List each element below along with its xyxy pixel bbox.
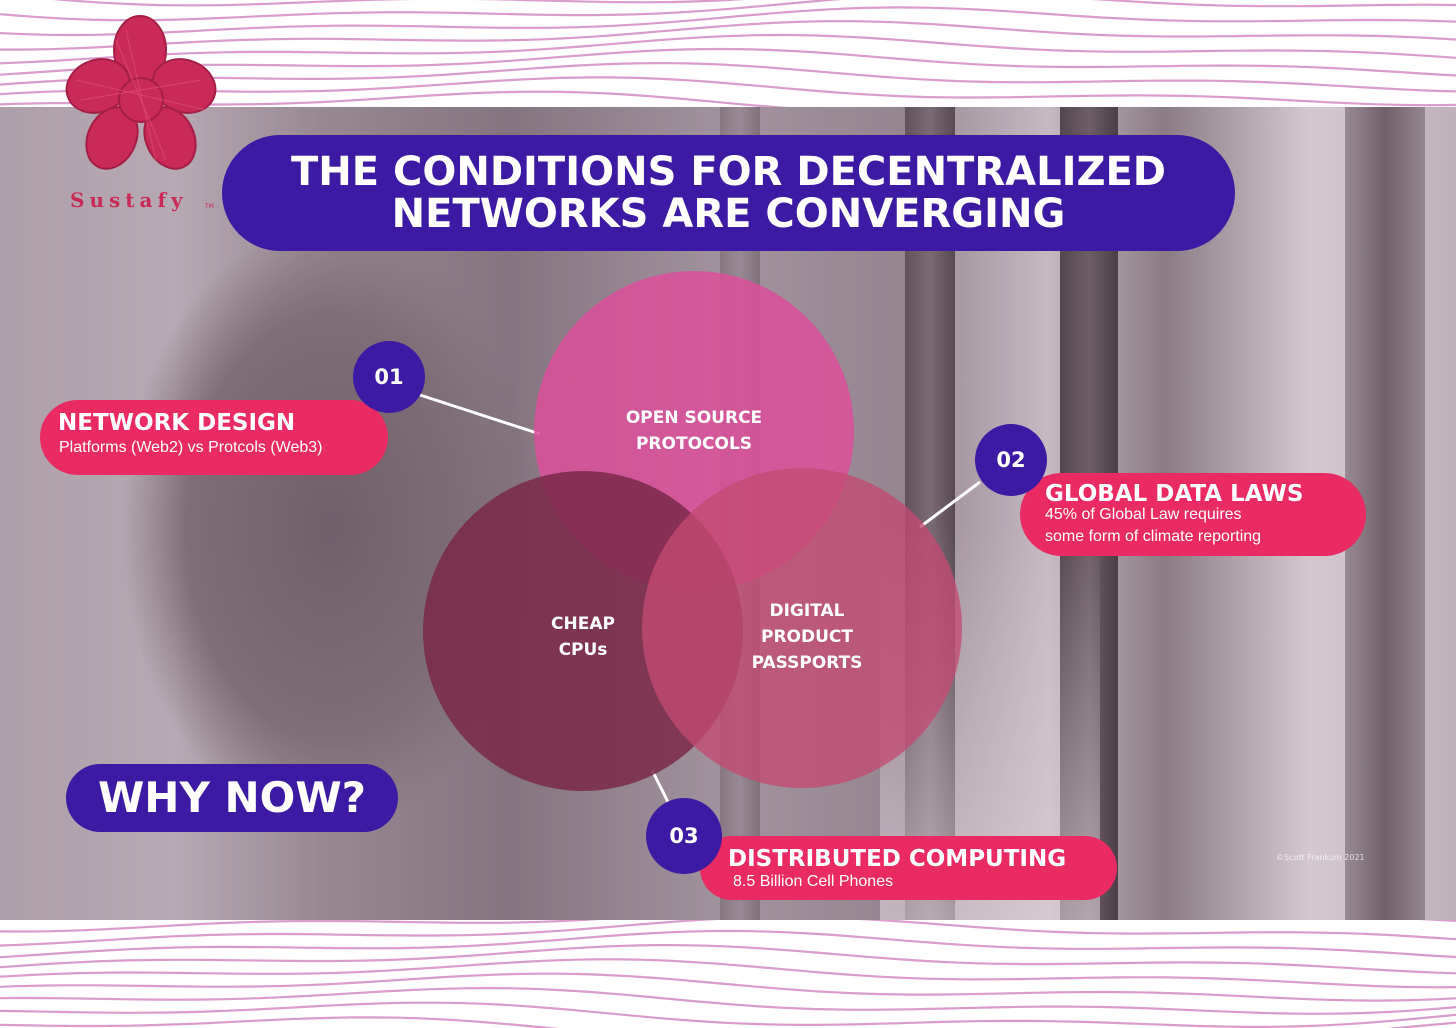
- page-title: THE CONDITIONS FOR DECENTRALIZED NETWORK…: [222, 135, 1235, 251]
- condition-card-distributed-computing: DISTRIBUTED COMPUTING 8.5 Billion Cell P…: [700, 836, 1117, 900]
- venn-label-product-passports: DIGITAL PRODUCT PASSPORTS: [751, 601, 863, 673]
- brand-trademark: TM: [205, 203, 214, 210]
- condition-title: DISTRIBUTED COMPUTING: [728, 846, 1067, 872]
- wave-line: [0, 929, 1456, 959]
- wave-line: [0, 6, 1456, 37]
- condition-detail: Platforms (Web2) vs Protcols (Web3): [59, 439, 323, 456]
- wave-line: [0, 20, 1456, 51]
- wave-line: [0, 61, 1456, 93]
- condition-card-network-design: NETWORK DESIGN Platforms (Web2) vs Protc…: [40, 400, 388, 475]
- why-now-badge: WHY NOW?: [66, 764, 398, 832]
- sustafy-flower-logo-icon: [65, 15, 217, 170]
- wave-line: [0, 1016, 1456, 1028]
- wave-line: [0, 987, 1456, 1015]
- brand-name: Sustafy: [70, 188, 188, 212]
- wave-line: [0, 0, 1456, 22]
- condition-number-badge: 01: [353, 341, 425, 413]
- wave-line: [0, 33, 1456, 65]
- wave-line: [0, 1001, 1456, 1028]
- wave-line: [0, 972, 1456, 1002]
- condition-detail-line-1: 45% of Global Law requires: [1045, 506, 1242, 523]
- title-line-2: NETWORKS ARE CONVERGING: [391, 191, 1066, 237]
- wave-line: [52, 0, 746, 7]
- venn-circle-product-passports: [642, 468, 962, 788]
- condition-title: GLOBAL DATA LAWS: [1045, 481, 1304, 507]
- condition-number-badge: 02: [975, 424, 1047, 496]
- wave-line: [0, 944, 1456, 975]
- photo-credit: ©Scott Frankum 2021: [1276, 853, 1365, 862]
- connector-line-02: [919, 480, 981, 529]
- connector-line-01: [419, 393, 541, 436]
- wave-line: [0, 76, 1456, 107]
- wave-line: [0, 47, 1456, 77]
- venn-label-cheap-cpus: CHEAP CPUs: [551, 614, 615, 660]
- wave-line: [0, 958, 1456, 989]
- condition-detail: 8.5 Billion Cell Phones: [733, 873, 894, 890]
- condition-card-global-data-laws: GLOBAL DATA LAWS 45% of Global Law requi…: [1020, 473, 1366, 556]
- venn-label-open-source: OPEN SOURCE PROTOCOLS: [625, 408, 763, 454]
- condition-detail-line-2: some form of climate reporting: [1045, 528, 1262, 545]
- why-now-text: WHY NOW?: [97, 773, 367, 822]
- condition-number-badge: 03: [646, 798, 722, 874]
- title-line-1: THE CONDITIONS FOR DECENTRALIZED: [291, 149, 1166, 195]
- condition-title: NETWORK DESIGN: [58, 410, 296, 436]
